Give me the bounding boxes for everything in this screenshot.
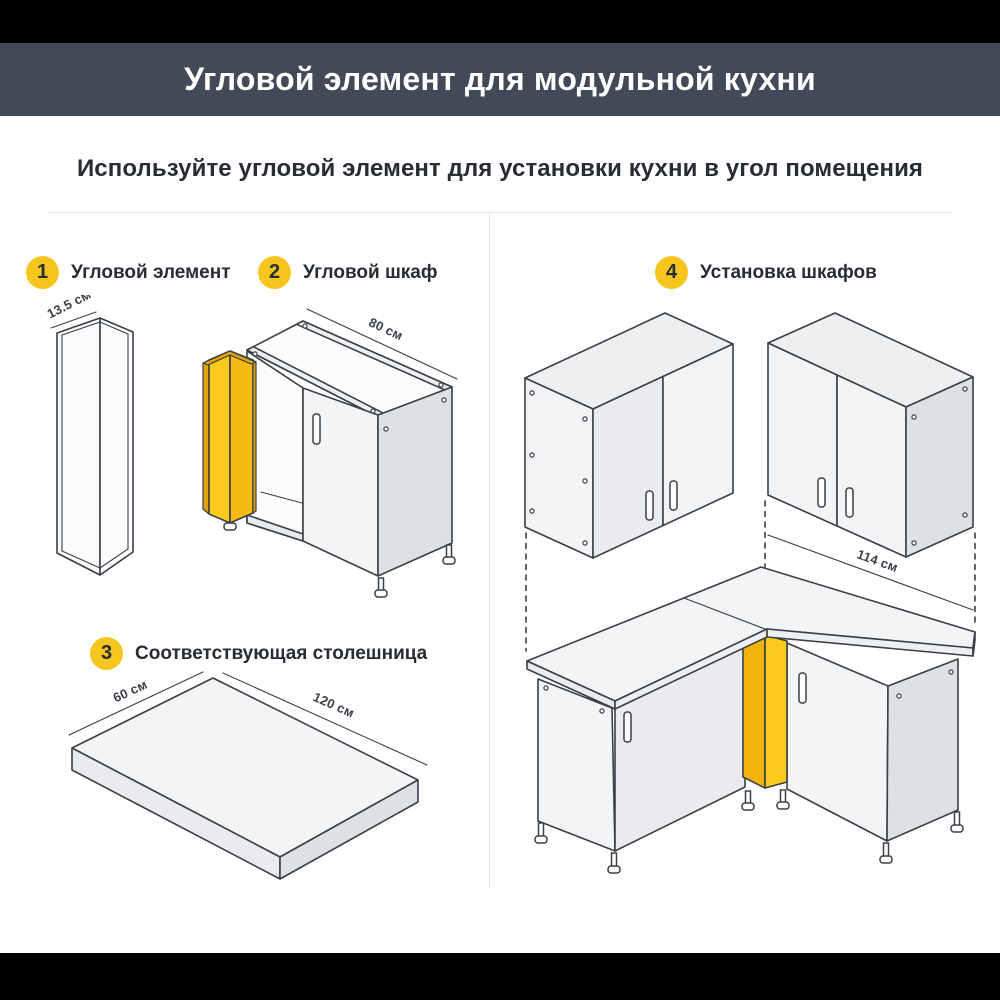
corner-cabinet-diagram: 80 см (202, 308, 458, 598)
cabinet-end-panel (377, 386, 453, 577)
door-handle (645, 490, 654, 521)
cabinet-foot (607, 852, 621, 874)
cabinet-foot (879, 842, 893, 864)
countertop-depth-label: 60 см (111, 677, 150, 706)
step-3-label: Соответствующая столешница (135, 642, 428, 664)
dimension-line (767, 534, 974, 611)
cabinet-foot (776, 789, 790, 810)
right-wall-cabinet (767, 312, 974, 558)
step-4-header: 4 Установка шкафов (655, 256, 877, 289)
door-handle (817, 477, 826, 508)
step-1-label: Угловой элемент (71, 261, 231, 283)
cabinet-foot (741, 790, 755, 811)
step-3-badge: 3 (90, 637, 123, 670)
corner-element-diagram: 13.5 см (45, 295, 134, 576)
installation-diagram: 114 см (524, 312, 976, 874)
step-2-header: 2 Угловой шкаф (258, 256, 438, 289)
countertop-right-end (972, 631, 976, 657)
step-1-badge: 1 (26, 256, 59, 289)
page-subtitle: Используйте угловой элемент для установк… (76, 155, 924, 182)
step-4-label: Установка шкафов (700, 261, 877, 283)
step-2-label: Угловой шкаф (303, 261, 438, 283)
cabinet-foot (534, 822, 548, 844)
vertical-divider (489, 212, 490, 888)
horizontal-divider (47, 212, 953, 213)
dimension-line (68, 671, 204, 736)
header-band: Угловой элемент для модульной кухни (0, 43, 1000, 116)
left-wall-cabinet (524, 312, 734, 559)
step-3-header: 3 Соответствующая столешница (90, 637, 427, 670)
dimension-line (50, 311, 97, 329)
cabinet-foot (442, 544, 456, 565)
step-2-badge: 2 (258, 256, 291, 289)
yellow-corner-element (742, 634, 788, 789)
right-base-end-panel (886, 658, 959, 842)
dimension-line (306, 308, 458, 380)
door-handle (669, 480, 678, 511)
step-4-badge: 4 (655, 256, 688, 289)
door-handle (623, 711, 632, 743)
cabinet-foot (374, 577, 388, 598)
dimension-line (222, 672, 428, 766)
left-base-end-panel (537, 678, 616, 852)
letterbox-top (0, 0, 1000, 43)
page-title: Угловой элемент для модульной кухни (184, 61, 816, 97)
l-countertop (526, 566, 976, 710)
cabinet-foot (950, 811, 964, 833)
door-handle (845, 487, 854, 518)
door-handle (798, 672, 807, 704)
corner-element-left-face (56, 317, 101, 576)
base-corner-assembly (526, 566, 976, 874)
corner-element-right-face (99, 317, 134, 576)
countertop-diagram: 60 см 120 см (68, 671, 428, 880)
step-1-header: 1 Угловой элемент (26, 256, 231, 289)
letterbox-bottom (0, 953, 1000, 1000)
countertop-right-edge (279, 779, 419, 880)
door-handle (312, 413, 321, 445)
yellow-corner-element (202, 350, 257, 524)
corner-element-width-label: 13.5 см (45, 295, 94, 321)
